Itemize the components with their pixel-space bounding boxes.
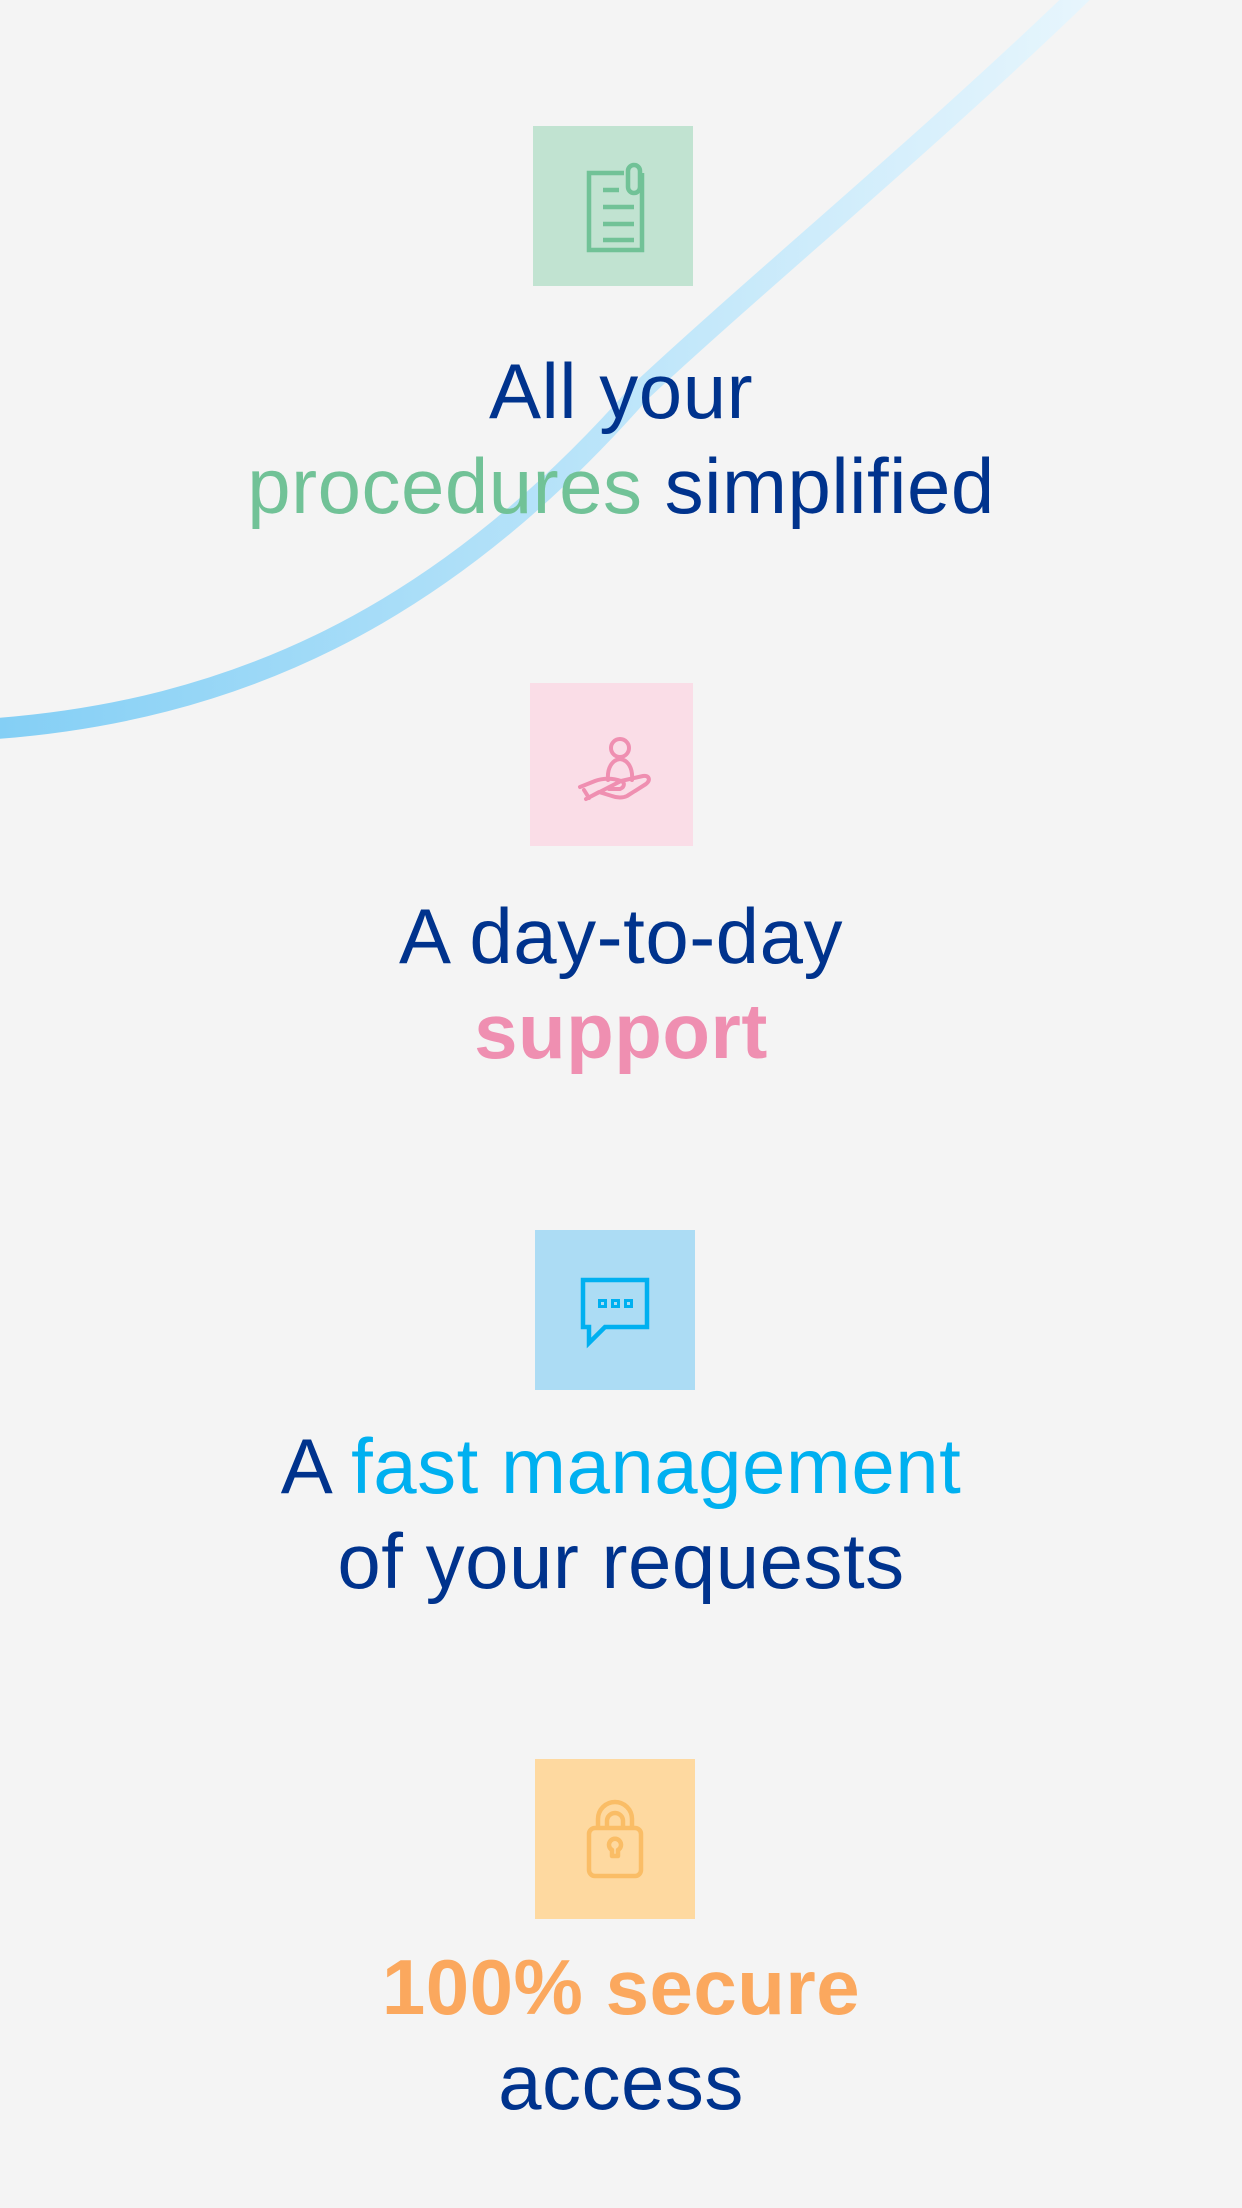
heading-text: simplified [642,442,995,530]
heading-line-2: support [0,984,1242,1079]
heading-text: of your requests [337,1517,905,1605]
support-heading: A day-to-day support [0,889,1242,1079]
fast-management-heading: A fast management of your requests [0,1419,1242,1609]
padlock-icon [586,1799,644,1879]
heading-line-1: A fast management [0,1419,1242,1514]
heading-line-2: procedures simplified [0,439,1242,534]
chat-bubble-icon [580,1277,650,1349]
procedures-icon-box [533,126,693,286]
procedures-heading: All your procedures simplified [0,344,1242,534]
heading-text: access [498,2038,744,2126]
heading-text: A [280,1422,352,1510]
heading-line-1: A day-to-day [0,889,1242,984]
heading-accent-text: fast management [351,1422,962,1510]
heading-line-2: of your requests [0,1514,1242,1609]
secure-access-heading: 100% secure access [0,1940,1242,2130]
heading-accent-text: procedures [247,442,643,530]
heading-accent-text: support [474,987,768,1075]
fast-management-icon-box [535,1230,695,1390]
hand-holding-person-icon [577,736,651,801]
heading-accent-text: 100% secure [381,1943,861,2031]
support-icon-box [530,683,693,846]
heading-text: All your [488,347,754,435]
secure-access-icon-box [535,1759,695,1919]
heading-line-1: All your [0,344,1242,439]
document-paperclip-icon [586,162,645,253]
heading-line-2: access [0,2035,1242,2130]
heading-line-1: 100% secure [0,1940,1242,2035]
heading-text: A day-to-day [399,892,843,980]
